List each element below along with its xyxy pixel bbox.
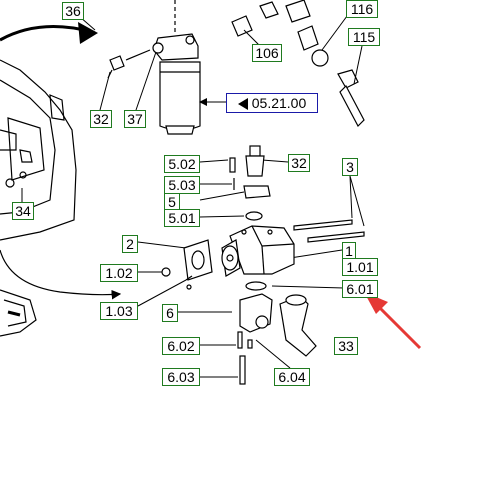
hose-line bbox=[0, 249, 122, 300]
reference-arrow-icon bbox=[237, 98, 248, 111]
callout-2: 2 bbox=[122, 235, 138, 253]
top-fittings bbox=[107, 0, 365, 127]
flow-arrow-top-head bbox=[78, 22, 98, 44]
callout-34: 34 bbox=[12, 202, 34, 220]
callout-5-01: 5.01 bbox=[164, 209, 200, 227]
part-5-assembly bbox=[229, 145, 271, 221]
callout-3: 3 bbox=[342, 158, 358, 176]
callout-32-top: 32 bbox=[90, 110, 112, 128]
flow-arrow-top bbox=[0, 25, 93, 42]
part-6-block bbox=[237, 281, 317, 385]
callout-1-01: 1.01 bbox=[342, 258, 378, 276]
pump-unit bbox=[221, 225, 295, 277]
bolts-3 bbox=[293, 219, 365, 243]
reference-code-box: 05.21.00 bbox=[226, 93, 318, 113]
callout-36: 36 bbox=[62, 2, 84, 20]
flange-plate bbox=[161, 239, 213, 290]
leader-lines bbox=[21, 9, 365, 378]
filter-assembly bbox=[152, 0, 201, 135]
callout-5-03: 5.03 bbox=[164, 176, 200, 194]
callout-116: 116 bbox=[346, 0, 378, 18]
reference-code: 05.21.00 bbox=[251, 95, 307, 111]
callout-6-03: 6.03 bbox=[162, 368, 200, 386]
callout-33: 33 bbox=[334, 337, 358, 355]
callout-32-mid: 32 bbox=[288, 154, 310, 172]
callout-115: 115 bbox=[348, 28, 380, 46]
callout-1-02: 1.02 bbox=[100, 264, 138, 282]
callout-37: 37 bbox=[124, 110, 146, 128]
callout-6-04: 6.04 bbox=[274, 368, 310, 386]
red-pointer-arrow bbox=[378, 306, 422, 350]
callout-6: 6 bbox=[162, 304, 178, 322]
callout-106: 106 bbox=[252, 44, 282, 62]
engine-block bbox=[0, 59, 77, 337]
callout-6-02: 6.02 bbox=[162, 337, 200, 355]
callout-1-03: 1.03 bbox=[100, 302, 138, 320]
callout-6-01: 6.01 bbox=[342, 280, 378, 298]
callout-5-02: 5.02 bbox=[164, 155, 200, 173]
